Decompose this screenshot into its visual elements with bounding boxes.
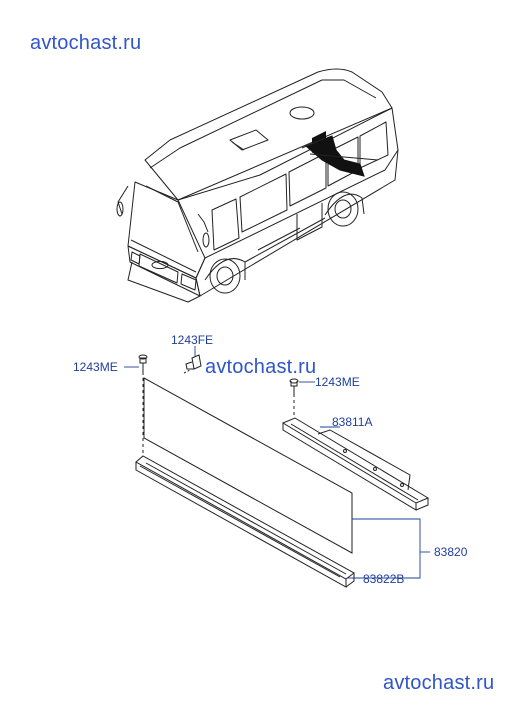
callout-1243fe: 1243FE [171,333,213,347]
leader-lines [124,346,430,579]
highlighted-part-location [301,131,379,177]
callout-83822b: 83822B [363,572,404,586]
callout-1243me-left: 1243ME [73,360,118,374]
callout-83811a: 83811A [332,415,372,429]
upper-rail [281,417,430,511]
bolt-top [183,354,202,374]
watermark-top: avtochast.ru [30,32,142,54]
screw-right [289,378,299,416]
watermark-middle: avtochast.ru [205,356,317,378]
lower-rail [135,455,355,588]
watermark-bottom: avtochast.ru [383,672,495,694]
screw-left [138,354,148,455]
callout-1243me-right: 1243ME [315,375,360,389]
side-panel [143,377,353,554]
callout-83820: 83820 [434,545,468,559]
bus-illustration [116,68,399,303]
